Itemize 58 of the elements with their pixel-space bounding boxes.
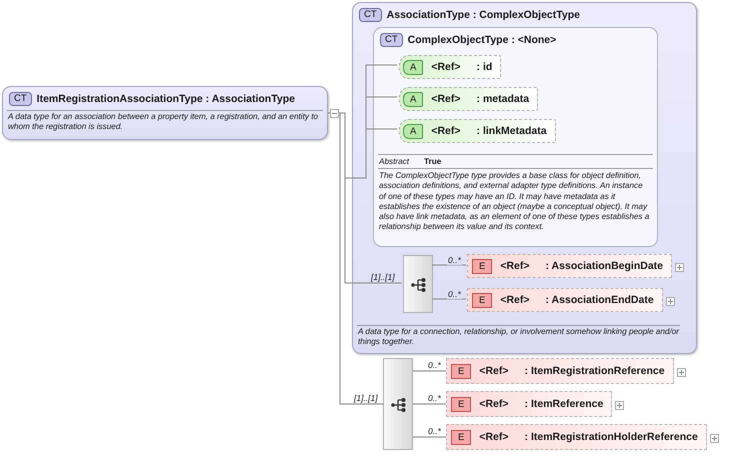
cardinality-label: 0..* bbox=[447, 255, 462, 265]
connector-line bbox=[432, 264, 466, 266]
cardinality-label: 0..* bbox=[427, 426, 442, 436]
connector-line bbox=[412, 436, 446, 438]
attribute-badge: A bbox=[403, 92, 424, 106]
element-box bbox=[446, 358, 674, 384]
attribute-box bbox=[399, 119, 556, 143]
element-badge: E bbox=[451, 430, 472, 444]
type-title: ItemRegistrationAssociationType : AssociationType bbox=[36, 93, 295, 105]
ref-label: <Ref> bbox=[479, 431, 509, 443]
element-box bbox=[467, 254, 672, 278]
element-name: : AssociationEndDate bbox=[546, 294, 654, 306]
ref-label: <Ref> bbox=[431, 61, 461, 73]
element-box bbox=[446, 391, 612, 417]
cardinality-label: 0..* bbox=[427, 360, 442, 370]
cardinality-label: 0..* bbox=[447, 289, 462, 299]
sequence-box bbox=[383, 358, 413, 450]
ref-label: <Ref> bbox=[431, 125, 461, 137]
ref-label: <Ref> bbox=[500, 294, 530, 306]
element-name: : ItemReference bbox=[524, 398, 604, 410]
element-badge: E bbox=[472, 258, 492, 274]
property-value: True bbox=[424, 157, 442, 168]
type-badge: CT bbox=[359, 8, 382, 22]
element-name: : metadata bbox=[476, 93, 530, 105]
ref-label: <Ref> bbox=[500, 260, 530, 272]
type-badge: CT bbox=[380, 33, 403, 47]
element-box bbox=[467, 288, 663, 312]
ref-label: <Ref> bbox=[479, 398, 509, 410]
element-badge: E bbox=[451, 364, 472, 378]
attribute-box bbox=[399, 55, 502, 79]
element-badge: E bbox=[472, 292, 492, 308]
cardinality-label: [1]..[1] bbox=[370, 272, 396, 282]
property-name: Abstract bbox=[379, 157, 410, 168]
type-title: AssociationType : ComplexObjectType bbox=[386, 9, 580, 21]
connector-line bbox=[432, 298, 466, 300]
connector-line bbox=[412, 370, 446, 372]
type-title: ComplexObjectType : <None> bbox=[408, 34, 556, 46]
type-badge: CT bbox=[9, 92, 32, 106]
element-name: : id bbox=[476, 61, 492, 73]
cardinality-label: [1]..[1] bbox=[353, 393, 379, 403]
description-text: A data type for a connection, relationship, or involvement somehow linking people and/or things together. bbox=[358, 327, 680, 348]
ref-label: <Ref> bbox=[479, 365, 509, 377]
ref-label: <Ref> bbox=[431, 93, 461, 105]
cardinality-label: 0..* bbox=[427, 393, 442, 403]
element-badge: E bbox=[451, 396, 472, 412]
element-name: : linkMetadata bbox=[476, 125, 547, 137]
attribute-box bbox=[399, 87, 538, 111]
element-name: : ItemRegistrationReference bbox=[524, 365, 665, 377]
sequence-box bbox=[403, 255, 433, 313]
element-name: : ItemRegistrationHolderReference bbox=[524, 431, 698, 443]
element-name: : AssociationBeginDate bbox=[546, 260, 663, 272]
attribute-badge: A bbox=[403, 124, 424, 138]
type-panel bbox=[352, 2, 697, 354]
attribute-badge: A bbox=[403, 60, 424, 74]
description-text: A data type for an association between a property item, a registration, and an entity to whom the registration is issued. bbox=[8, 112, 320, 133]
description-text: The ComplexObjectType type provides a base class for object definition, association definitions, and external adapter type definitions. An instance of one of these types may have an ID. It may have metadata as it establishes the existence of an object (maybe a conceptual object). It may also have link metadata, as an element of one of these types establishes a relationship between its value and its context. bbox=[379, 171, 650, 233]
element-box bbox=[446, 424, 707, 450]
type-panel bbox=[373, 27, 658, 247]
